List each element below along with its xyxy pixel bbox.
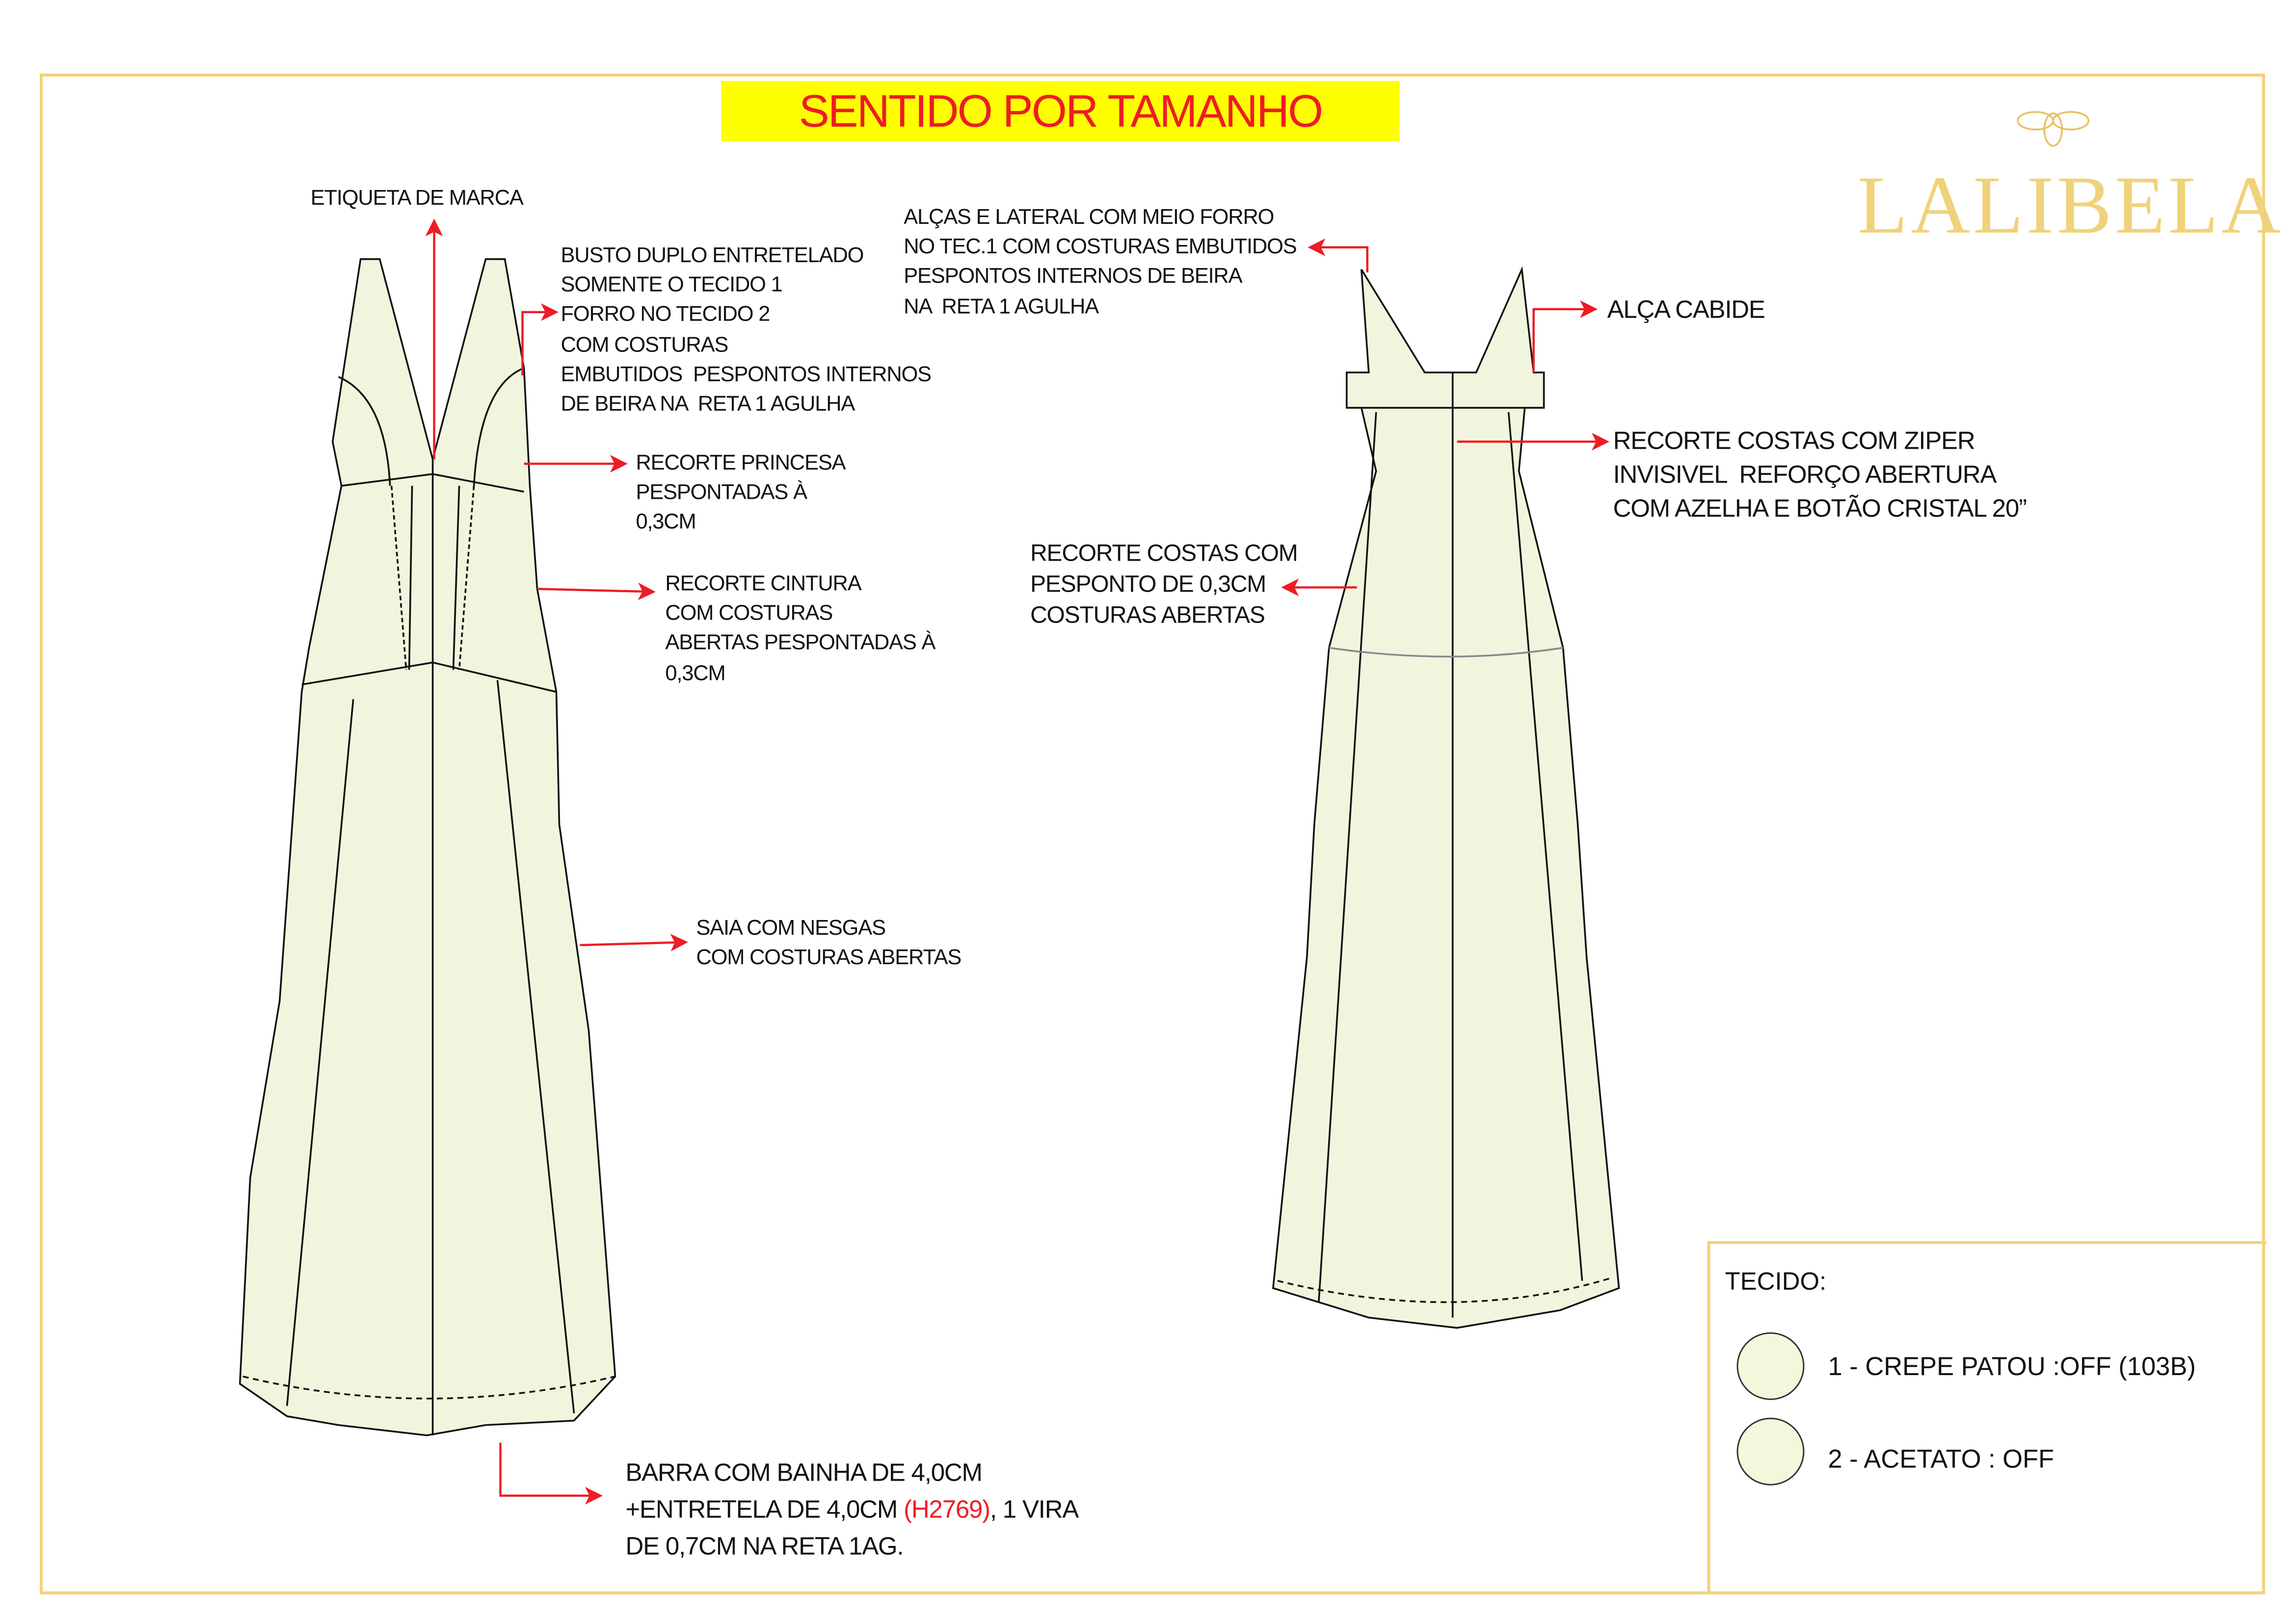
front-dress-drawing: [239, 258, 616, 1436]
brand-logo: LALIBELA: [1857, 160, 2284, 252]
note-zipper: RECORTE COSTAS COM ZIPER INVISIVEL REFOR…: [1613, 427, 2027, 523]
fabric-swatch-1: [1736, 1332, 1805, 1400]
hem-line-2: +ENTRETELA DE 4,0CM: [625, 1495, 904, 1524]
back-dress-drawing: [1272, 266, 1620, 1329]
callout-arrows: [425, 218, 1610, 1505]
note-bust: BUSTO DUPLO ENTRETELADO SOMENTE O TECIDO…: [561, 244, 932, 417]
note-straps: ALÇAS E LATERAL COM MEIO FORRO NO TEC.1 …: [904, 206, 1297, 319]
note-princess-seam: RECORTE PRINCESA PESPONTADAS À 0,3CM: [636, 452, 846, 535]
page-title: SENTIDO POR TAMANHO: [721, 81, 1400, 141]
note-hem: BARRA COM BAINHA DE 4,0CM +ENTRETELA DE …: [625, 1455, 1079, 1565]
hem-line-2-end: , 1 VIRA: [989, 1495, 1079, 1524]
fabric-item-1: 1 - CREPE PATOU :OFF (103B): [1828, 1351, 2196, 1381]
note-brand-label: ETIQUETA DE MARCA: [310, 187, 524, 211]
note-skirt: SAIA COM NESGAS COM COSTURAS ABERTAS: [696, 917, 961, 971]
hem-line-1: BARRA COM BAINHA DE 4,0CM: [625, 1459, 983, 1487]
hem-line-3: DE 0,7CM NA RETA 1AG.: [625, 1532, 904, 1561]
fabric-item-2: 2 - ACETATO : OFF: [1828, 1444, 2055, 1474]
page-frame: [39, 73, 2265, 1595]
fabric-label: TECIDO:: [1725, 1267, 1827, 1296]
bee-logo-icon: [2017, 111, 2089, 147]
note-hanger-loop: ALÇA CABIDE: [1607, 296, 1765, 324]
note-back-seam: RECORTE COSTAS COM PESPONTO DE 0,3CM COS…: [1030, 541, 1298, 629]
fabric-legend: TECIDO: 1 - CREPE PATOU :OFF (103B) 2 - …: [1707, 1241, 2267, 1595]
note-waist-seam: RECORTE CINTURA COM COSTURAS ABERTAS PES…: [665, 572, 935, 686]
fabric-swatch-2: [1736, 1417, 1805, 1486]
hem-interlining-code: (H2769): [904, 1495, 990, 1524]
